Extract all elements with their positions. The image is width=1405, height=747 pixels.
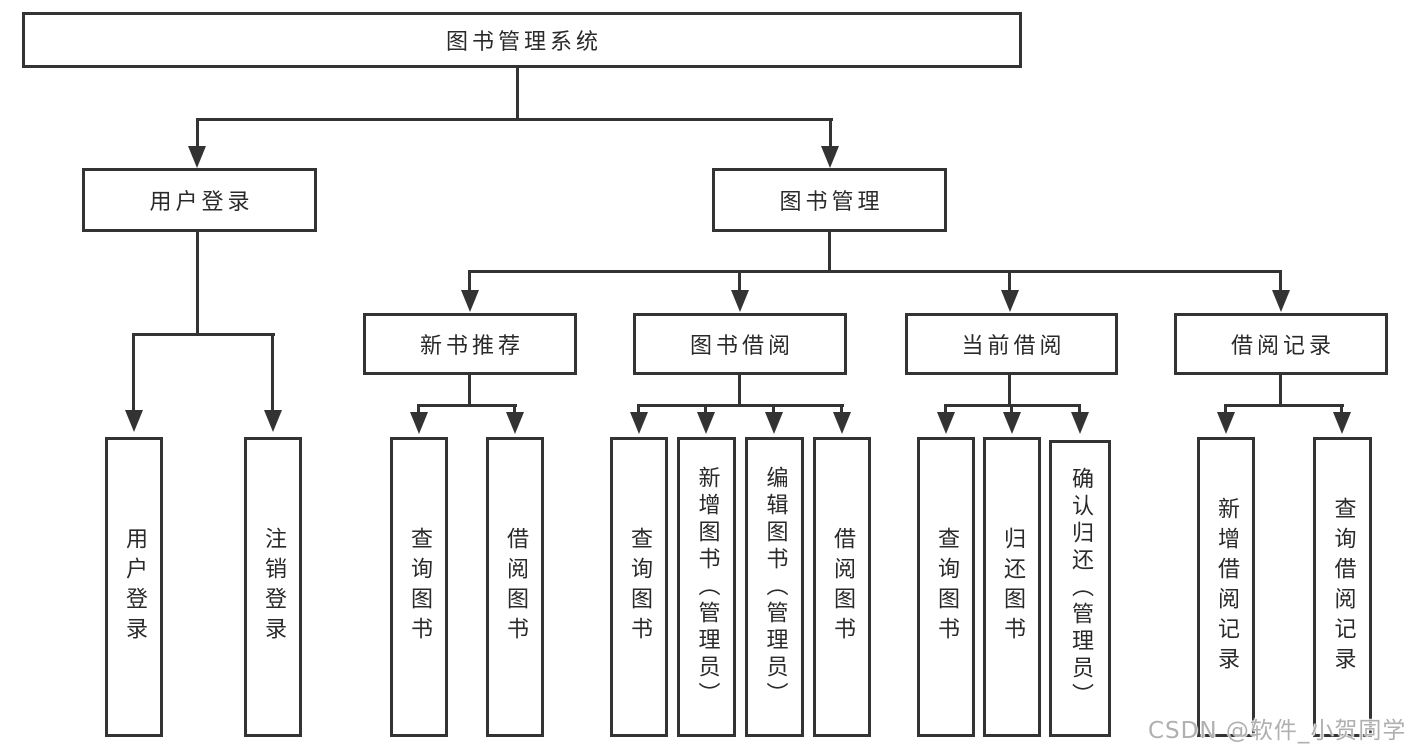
csdn-watermark: CSDN @软件_小贺同学 (1148, 718, 1405, 744)
arrow-down-icon (1333, 412, 1351, 434)
connector-line (1224, 404, 1227, 413)
connector-line (468, 270, 471, 291)
leaf-borrow-books: 借阅图书 (813, 437, 871, 737)
connector-line (513, 404, 516, 413)
leaf-query-borrow-record: 查询借阅记录 (1313, 437, 1372, 737)
connector-line (468, 375, 471, 406)
leaf-logout: 注销登录 (244, 437, 302, 737)
leaf-confirm-return-admin: 确认归还（管理员） (1049, 440, 1111, 737)
connector-line (197, 118, 833, 121)
connector-line (944, 404, 947, 413)
connector-line (1279, 375, 1282, 406)
arrow-down-icon (188, 146, 206, 168)
node-book-borrow: 图书借阅 (633, 313, 847, 375)
node-book-management: 图书管理 (712, 168, 947, 232)
connector-line (1340, 404, 1343, 413)
leaf-return-books: 归还图书 (983, 437, 1041, 737)
node-borrow-record: 借阅记录 (1174, 313, 1388, 375)
node-current-borrow: 当前借阅 (905, 313, 1118, 375)
connector-line (132, 333, 135, 411)
node-new-book-recommend: 新书推荐 (363, 313, 577, 375)
connector-line (1224, 404, 1344, 407)
leaf-add-books-admin: 新增图书（管理员） (677, 437, 736, 737)
arrow-down-icon (264, 410, 282, 432)
connector-line (417, 404, 420, 413)
node-root-library-system: 图书管理系统 (22, 12, 1022, 68)
arrow-down-icon (410, 412, 428, 434)
connector-line (196, 232, 199, 335)
arrow-down-icon (937, 412, 955, 434)
arrow-down-icon (125, 410, 143, 432)
arrow-down-icon (1272, 290, 1290, 312)
connector-line (637, 404, 640, 413)
connector-line (468, 270, 1282, 273)
connector-line (704, 404, 707, 413)
leaf-add-borrow-record: 新增借阅记录 (1197, 437, 1255, 737)
arrow-down-icon (1003, 412, 1021, 434)
leaf-edit-books-admin: 编辑图书（管理员） (745, 437, 804, 737)
connector-line (738, 375, 741, 406)
arrow-down-icon (1217, 412, 1235, 434)
leaf-user-login: 用户登录 (105, 437, 163, 737)
connector-line (1008, 270, 1011, 291)
connector-line (417, 404, 517, 407)
leaf-query-books: 查询图书 (917, 437, 975, 737)
connector-line (738, 270, 741, 291)
connector-line (1010, 404, 1013, 413)
node-user-login: 用户登录 (82, 168, 317, 232)
arrow-down-icon (697, 412, 715, 434)
connector-line (829, 118, 832, 147)
connector-line (828, 232, 831, 272)
connector-line (840, 404, 843, 413)
arrow-down-icon (1001, 290, 1019, 312)
leaf-query-books: 查询图书 (390, 437, 448, 737)
connector-line (1279, 270, 1282, 291)
arrow-down-icon (765, 412, 783, 434)
connector-line (516, 68, 519, 121)
connector-line (271, 333, 274, 411)
arrow-down-icon (731, 290, 749, 312)
arrow-down-icon (833, 412, 851, 434)
arrow-down-icon (506, 412, 524, 434)
arrow-down-icon (1071, 412, 1089, 434)
leaf-borrow-books: 借阅图书 (486, 437, 544, 737)
connector-line (637, 404, 844, 407)
arrow-down-icon (461, 290, 479, 312)
connector-line (1008, 375, 1011, 406)
leaf-query-books: 查询图书 (610, 437, 668, 737)
connector-line (772, 404, 775, 413)
arrow-down-icon (630, 412, 648, 434)
arrow-down-icon (821, 146, 839, 168)
connector-line (132, 333, 275, 336)
connector-line (1078, 404, 1081, 413)
connector-line (196, 118, 199, 147)
